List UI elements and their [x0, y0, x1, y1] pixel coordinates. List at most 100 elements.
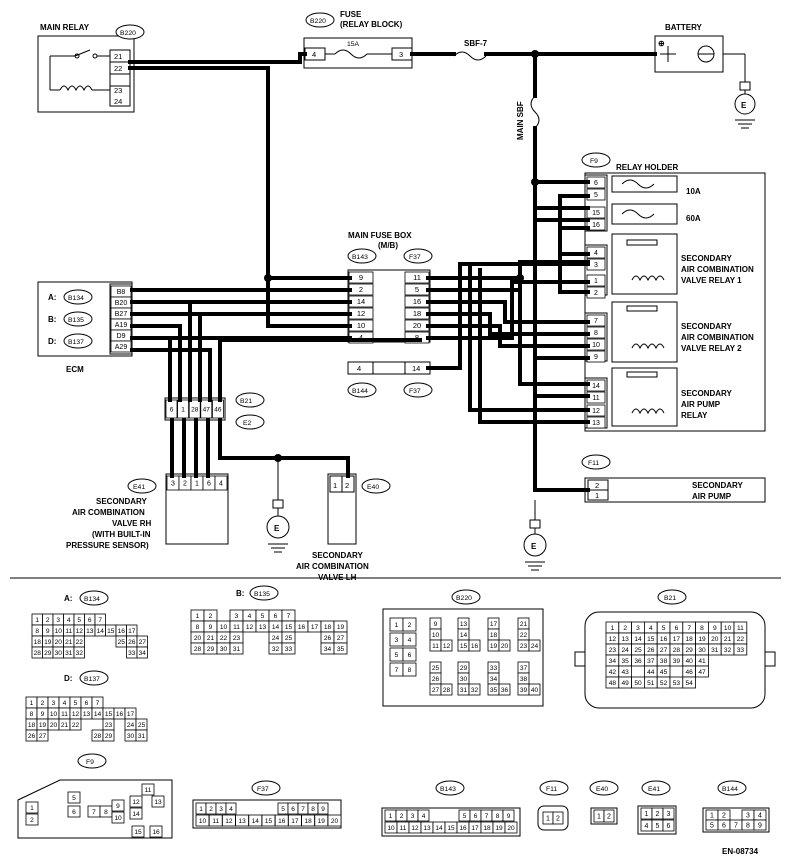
- b21-pin: 54: [686, 680, 694, 687]
- fuse-rating: 15A: [347, 41, 360, 48]
- b21-cell: [682, 676, 696, 689]
- b134-pin: 30: [55, 650, 63, 657]
- b21-pin: 44: [647, 669, 655, 676]
- b134-pin: 26: [128, 639, 136, 646]
- b135-pin: 31: [233, 646, 241, 653]
- relay2-line: VALVE RELAY 2: [681, 344, 742, 353]
- b21-pin: 47: [698, 669, 706, 676]
- b220-cell: [468, 683, 481, 696]
- b220-pin: 35: [490, 687, 498, 694]
- relay-holder-pin: 12: [592, 408, 600, 415]
- b143-pin: 4: [422, 813, 426, 820]
- e41-pin: 3: [171, 481, 175, 488]
- ecm-label: ECM: [66, 365, 84, 374]
- b143-pin: 16: [459, 825, 467, 832]
- relay1-line: SECONDARY: [681, 254, 732, 263]
- connector-tag: B134: [84, 596, 100, 603]
- f9-pin: 10: [114, 815, 122, 822]
- connector-tag: F37: [257, 786, 269, 793]
- b220-pin: 7: [395, 667, 399, 674]
- ecm-pin: D9: [117, 333, 126, 340]
- f9-cell: [149, 825, 163, 838]
- relay-holder-pin: 4: [594, 250, 598, 257]
- b143-pin: 12: [411, 825, 419, 832]
- b137-pin: 16: [116, 711, 124, 718]
- b21-pin: 12: [609, 636, 617, 643]
- f9-pin: 9: [116, 803, 120, 810]
- e41-pin: 3: [667, 811, 671, 818]
- b135-pin: 30: [220, 646, 228, 653]
- f37-pin: 14: [412, 364, 420, 373]
- b144-pin: 1: [710, 813, 714, 820]
- b137-pin: 26: [28, 733, 36, 740]
- b135-pin: 9: [209, 624, 213, 631]
- relay-holder-pin: 6: [594, 180, 598, 187]
- b220-pin: 20: [501, 643, 509, 650]
- relay-holder-cell: [586, 206, 606, 219]
- f37-pin: 20: [413, 321, 421, 330]
- b134-pin: 21: [65, 639, 73, 646]
- b144-pin: 4: [758, 813, 762, 820]
- b137-pin: 24: [127, 722, 135, 729]
- b137-pin: 14: [94, 711, 102, 718]
- b135-pin: 24: [272, 635, 280, 642]
- b220-pin: 40: [531, 687, 539, 694]
- pump-pin: 1: [595, 491, 599, 500]
- connector-tag: E40: [596, 786, 608, 793]
- b143-pin: 9: [359, 273, 363, 282]
- connector-tag: B21: [664, 595, 676, 602]
- ecm-a: A:: [48, 293, 56, 302]
- b135-pin: 20: [194, 635, 202, 642]
- b135-pin: 35: [337, 646, 345, 653]
- ecm-pin: A19: [115, 322, 128, 329]
- fuse-10a: 10A: [686, 187, 701, 196]
- b135-pin: 34: [324, 646, 332, 653]
- relay-holder-pin: 11: [592, 395, 599, 402]
- b220-cell: [498, 639, 511, 652]
- f37-pin: 20: [331, 818, 339, 825]
- pump-relay-line: RELAY: [681, 411, 708, 420]
- b135-pin: 27: [337, 635, 345, 642]
- relay-holder-pin: 16: [592, 222, 600, 229]
- b21-pin: 2: [623, 625, 627, 632]
- fuse-label: FUSE: [340, 10, 362, 19]
- battery-label: BATTERY: [665, 23, 703, 32]
- b143-pin: 19: [495, 825, 503, 832]
- b134-pin: 31: [65, 650, 73, 657]
- b143-pin: 9: [507, 813, 511, 820]
- b21-pin: 42: [609, 669, 617, 676]
- connector-tag: F37: [409, 388, 421, 395]
- f9-pin: 14: [132, 811, 140, 818]
- b144-pin: 3: [746, 813, 750, 820]
- b134-pin: 10: [55, 628, 63, 635]
- ecm-d: D:: [64, 674, 72, 683]
- f37-pin: 1: [199, 806, 203, 813]
- b220-pin: 22: [520, 632, 528, 639]
- f37-cell: [317, 802, 329, 815]
- b135-cell: [333, 642, 348, 655]
- f9-cell: [99, 805, 113, 818]
- f9-cell: [67, 805, 81, 818]
- b137-pin: 3: [52, 700, 56, 707]
- f37-pin: 18: [413, 309, 421, 318]
- b21-pin: 48: [609, 680, 617, 687]
- b143-pin: 14: [435, 825, 443, 832]
- main-relay-label: MAIN RELAY: [40, 23, 90, 32]
- b135-pin: 33: [285, 646, 293, 653]
- relay-holder-pin: 9: [594, 354, 598, 361]
- b21-pin: 22: [737, 636, 745, 643]
- pump-pin: 2: [595, 481, 599, 490]
- b135-pin: 7: [287, 613, 291, 620]
- b135-pin: 25: [285, 635, 293, 642]
- f37-pin: 6: [291, 806, 295, 813]
- b134-pin: 9: [46, 628, 50, 635]
- ecm-cell: [110, 340, 132, 353]
- b135-pin: 17: [311, 624, 319, 631]
- f37-pin: 15: [265, 818, 273, 825]
- b143-pin: 10: [387, 825, 395, 832]
- b135-pin: 21: [207, 635, 215, 642]
- f9-cell: [111, 811, 125, 824]
- b21-pin: 28: [673, 647, 681, 654]
- b21-pin: 51: [647, 680, 655, 687]
